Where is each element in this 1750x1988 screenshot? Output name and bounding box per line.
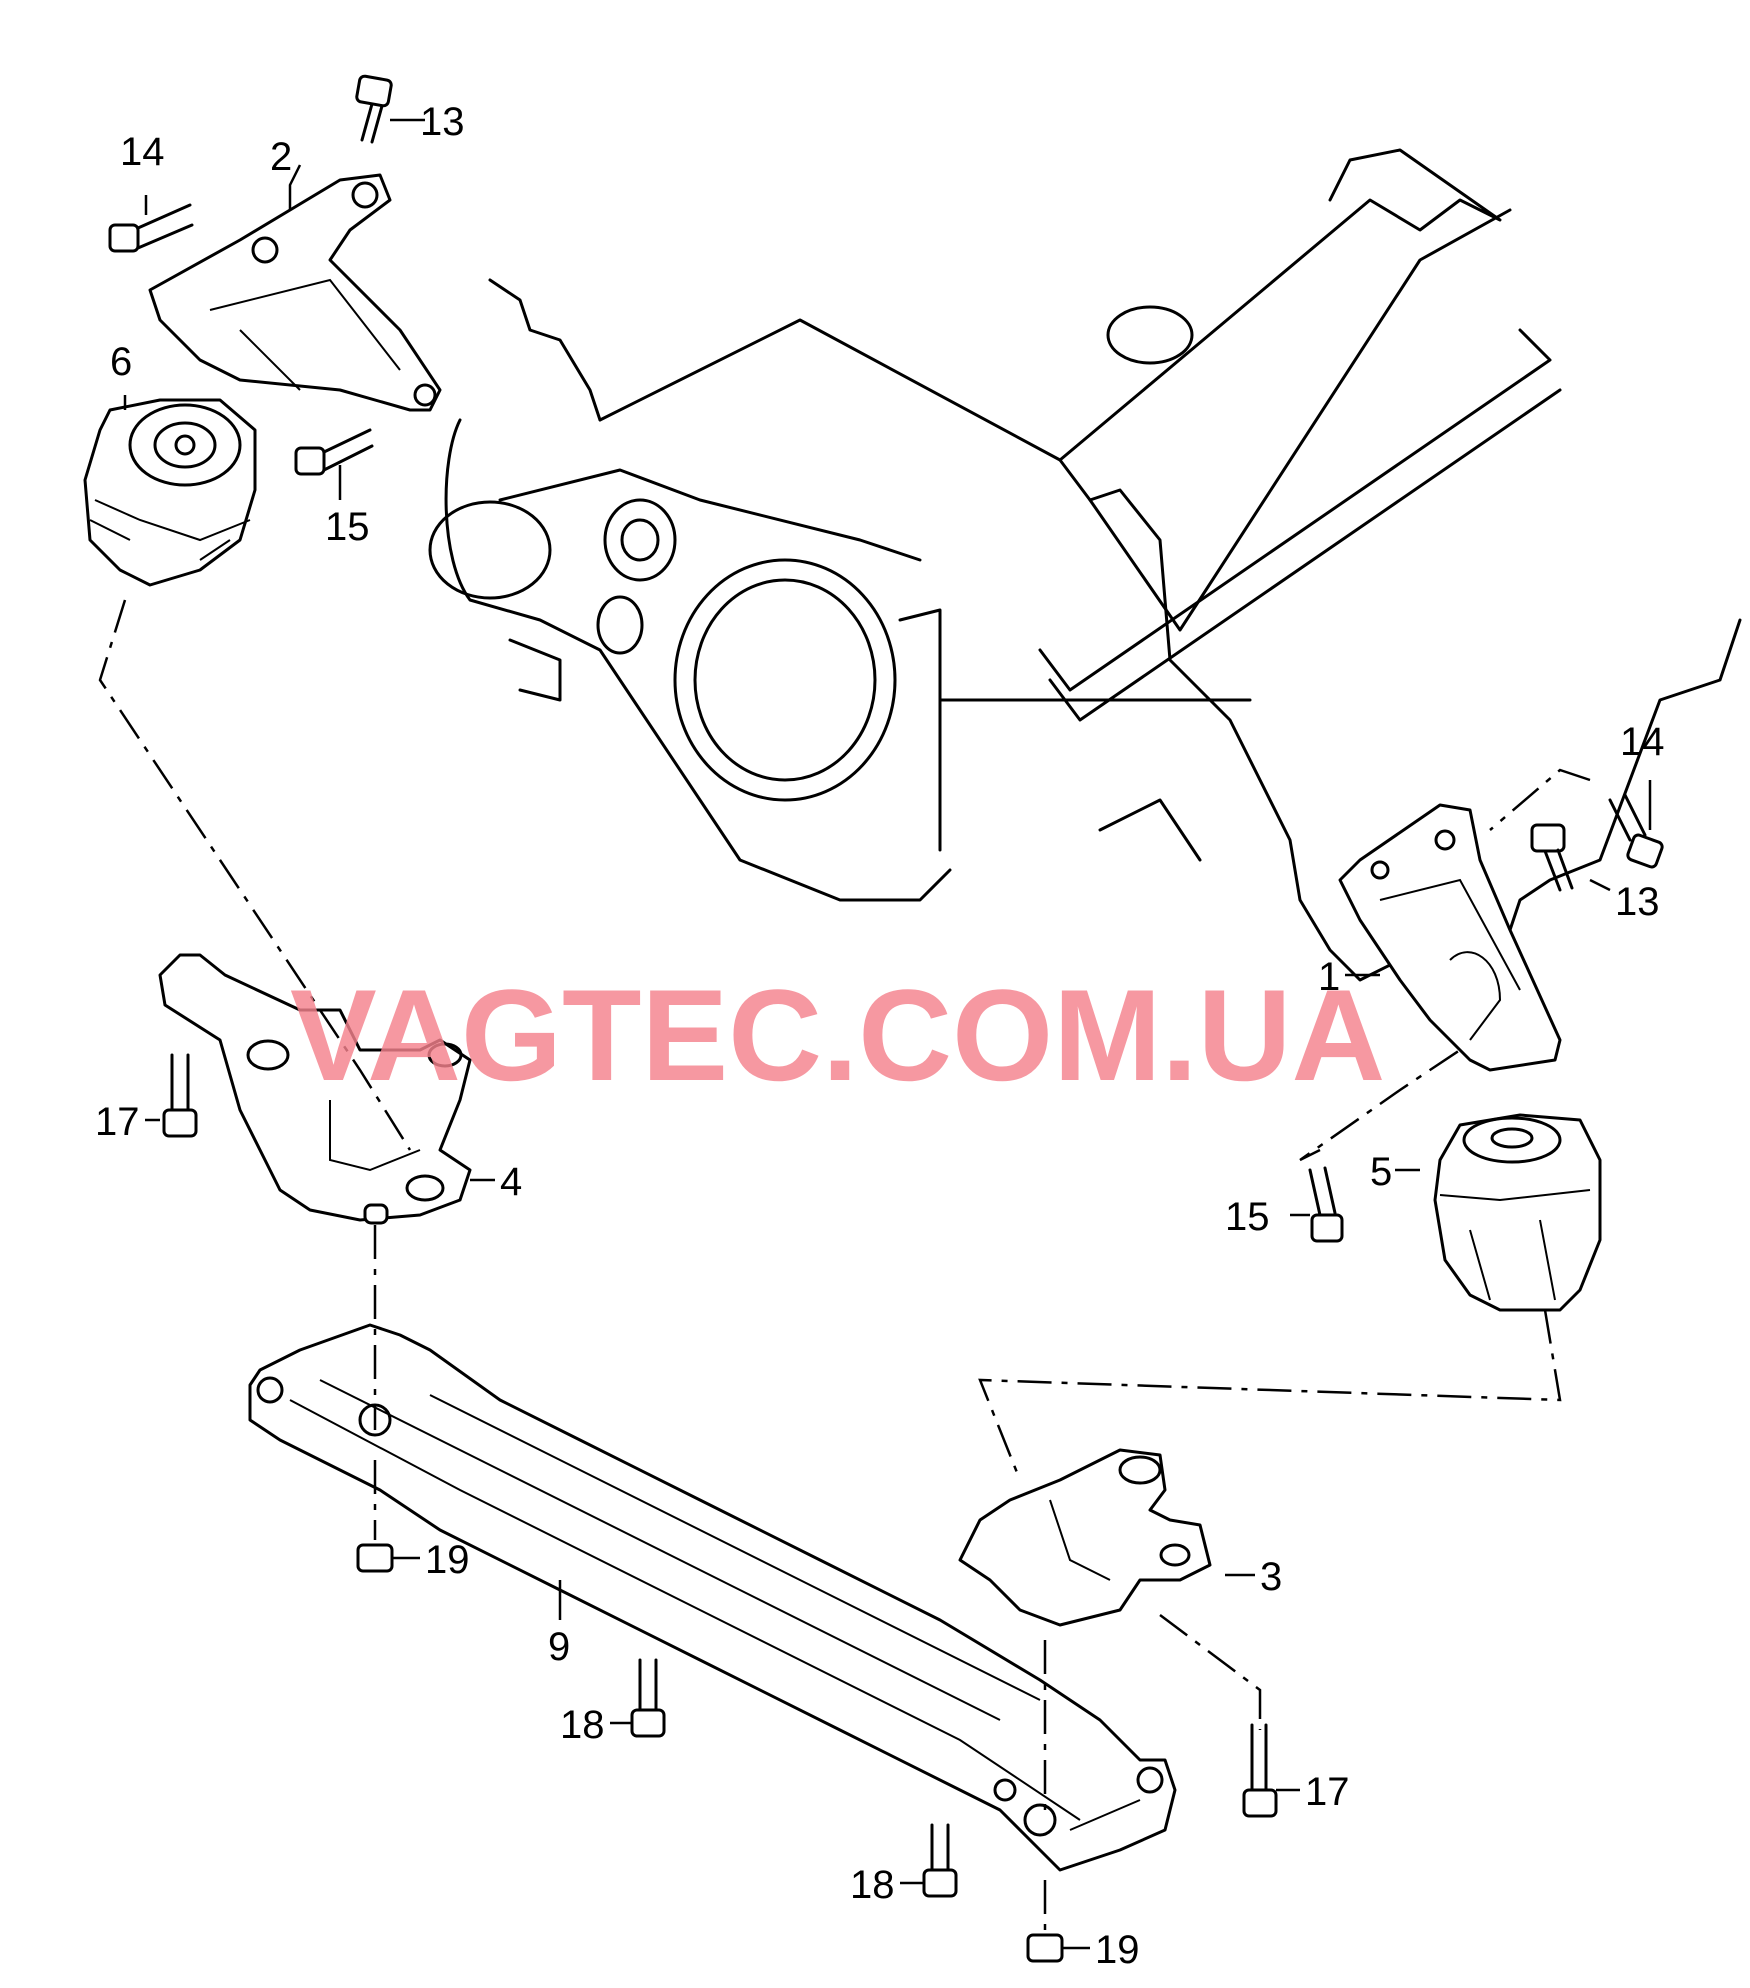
callout-9: 9 [548, 1625, 570, 1669]
callout-4: 4 [500, 1160, 522, 1204]
callout-13-right: 13 [1615, 880, 1660, 924]
bolt-14-right [1608, 793, 1664, 869]
bolt-15-top [294, 428, 374, 476]
nut-19-right [1026, 1933, 1064, 1963]
bolt-18-right [922, 1823, 958, 1898]
callout-18-left: 18 [560, 1703, 605, 1747]
callout-17-left: 17 [95, 1100, 140, 1144]
crossmember [248, 1323, 1177, 1872]
engine-mount-left [83, 398, 257, 587]
callout-17-right: 17 [1305, 1770, 1350, 1814]
callout-1: 1 [1318, 955, 1340, 999]
engine-bracket-left [148, 173, 442, 412]
callout-5: 5 [1370, 1150, 1392, 1194]
callout-labels: 2 14 13 6 15 14 13 1 5 15 17 4 3 17 9 18… [95, 100, 1665, 1972]
callout-14-right: 14 [1620, 720, 1665, 764]
bolt-18-left [630, 1658, 666, 1738]
bolt-17-right [1242, 1723, 1278, 1818]
callout-15-right: 15 [1225, 1195, 1270, 1239]
callout-6: 6 [110, 340, 132, 384]
callout-19-right: 19 [1095, 1928, 1140, 1972]
nut-19-left [356, 1543, 394, 1573]
callout-14-top: 14 [120, 130, 165, 174]
callout-15-top: 15 [325, 505, 370, 549]
bolt-15-right [1308, 1166, 1344, 1243]
leader-lines [123, 118, 1652, 1950]
callout-3: 3 [1260, 1555, 1282, 1599]
assembly-lines [98, 599, 1591, 1930]
fasteners [108, 74, 1664, 1963]
callout-13-top: 13 [420, 100, 465, 144]
callout-2: 2 [270, 135, 292, 179]
callout-18-right: 18 [850, 1863, 895, 1907]
bolt-17-left [162, 1053, 198, 1138]
engine-bracket-right [1338, 803, 1562, 1072]
engine-block [428, 148, 1742, 992]
support-arm-left [158, 953, 472, 1225]
bolt-13-top [355, 74, 393, 144]
bolt-13-right [1530, 823, 1574, 892]
engine-mount-right [1433, 1113, 1602, 1312]
bolt-14-top [108, 203, 194, 253]
support-arm-right [958, 1448, 1212, 1627]
callout-19-left: 19 [425, 1538, 470, 1582]
watermark-text: VAGTEC.COM.UA [290, 962, 1385, 1108]
